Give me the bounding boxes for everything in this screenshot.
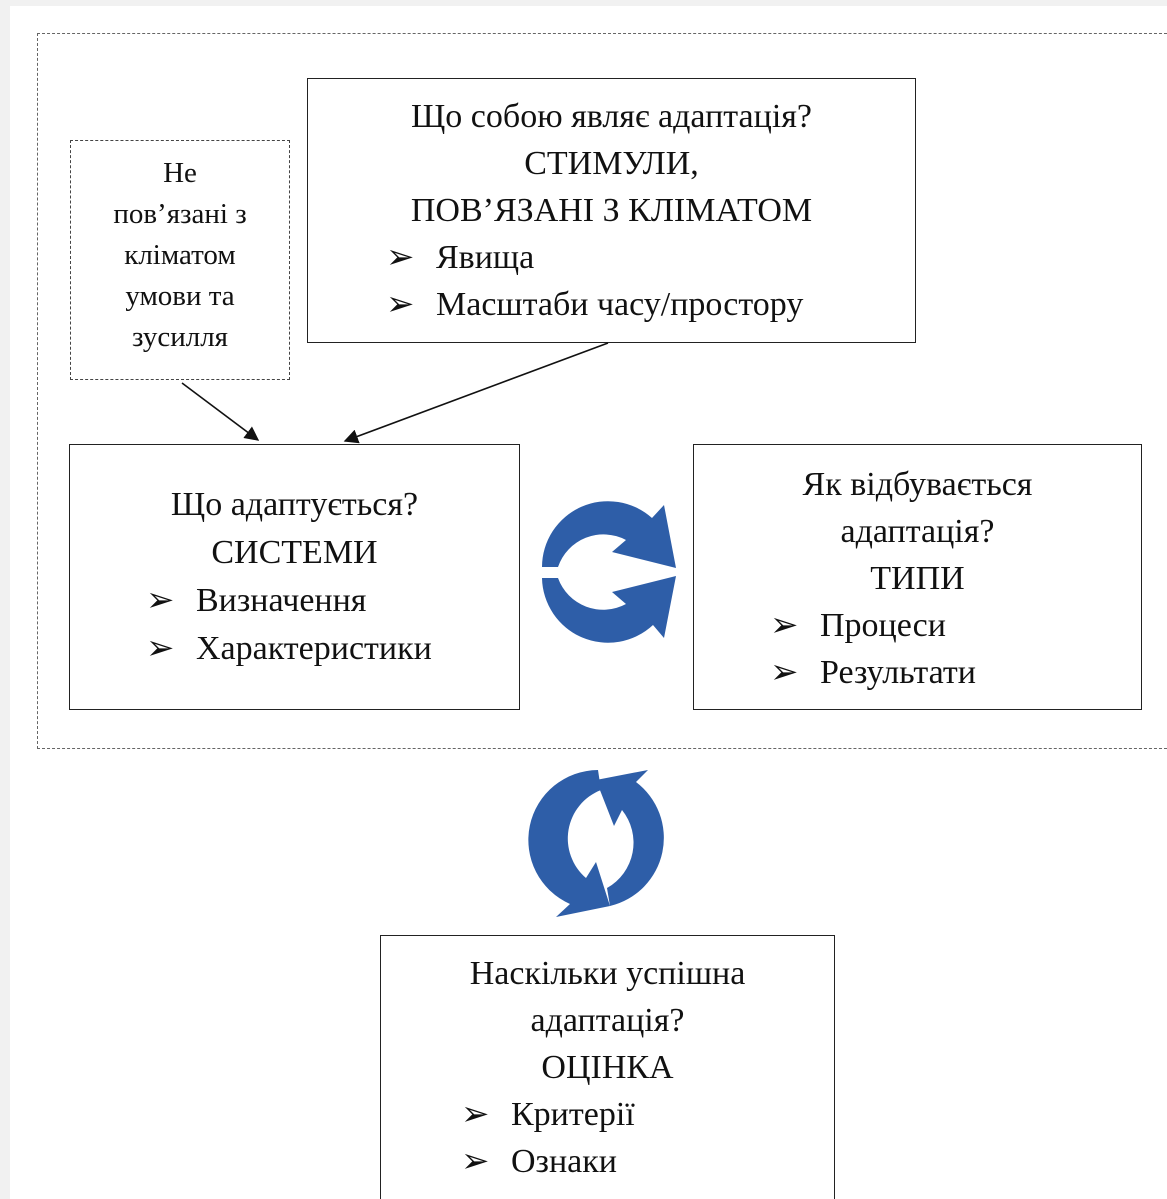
types-bullet-1: Процеси xyxy=(820,607,946,644)
evaluation-bullets: ➢ Критерії ➢ Ознаки xyxy=(461,1091,834,1185)
types-box: Як відбувається адаптація? ТИПИ ➢ Процеси… xyxy=(693,444,1142,710)
types-bullet-2: Результати xyxy=(820,654,976,691)
list-item: ➢ Масштаби часу/простору xyxy=(386,281,915,328)
list-item: ➢ Визначення xyxy=(146,577,519,625)
list-item: ➢ Результати xyxy=(770,649,1141,696)
list-item: ➢ Ознаки xyxy=(461,1138,834,1185)
bullet-arrow-icon: ➢ xyxy=(386,286,415,323)
stimuli-heading-2: ПОВ’ЯЗАНІ З КЛІМАТОМ xyxy=(410,192,813,229)
bullet-arrow-icon: ➢ xyxy=(146,582,175,619)
evaluation-bullet-2: Ознаки xyxy=(511,1143,617,1180)
bullet-arrow-icon: ➢ xyxy=(461,1143,490,1180)
stimuli-heading-1: СТИМУЛИ, xyxy=(524,145,699,182)
stimuli-bullet-2: Масштаби часу/простору xyxy=(436,286,804,323)
non-climate-line-3: кліматом xyxy=(124,239,236,271)
non-climate-box: Не пов’язані з кліматом умови та зусилля xyxy=(70,140,290,380)
list-item: ➢ Явища xyxy=(386,234,915,281)
list-item: ➢ Характеристики xyxy=(146,625,519,673)
evaluation-question-2: адаптація? xyxy=(530,1002,685,1039)
list-item: ➢ Процеси xyxy=(770,602,1141,649)
systems-bullet-1: Визначення xyxy=(196,582,367,619)
bullet-arrow-icon: ➢ xyxy=(770,654,799,691)
bullet-arrow-icon: ➢ xyxy=(146,630,175,667)
stimuli-bullet-1: Явища xyxy=(436,239,535,276)
types-question-1: Як відбувається xyxy=(802,466,1033,503)
evaluation-box: Наскільки успішна адаптація? ОЦІНКА ➢ Кри… xyxy=(380,935,835,1199)
types-question-2: адаптація? xyxy=(840,513,995,550)
bullet-arrow-icon: ➢ xyxy=(386,239,415,276)
stimuli-bullets: ➢ Явища ➢ Масштаби часу/простору xyxy=(386,234,915,328)
systems-heading: СИСТЕМИ xyxy=(211,534,378,571)
stimuli-question: Що собою являє адаптація? xyxy=(411,98,812,135)
systems-question: Що адаптується? xyxy=(170,486,419,523)
evaluation-heading: ОЦІНКА xyxy=(541,1049,674,1086)
evaluation-question-1: Наскільки успішна xyxy=(469,955,746,992)
non-climate-line-2: пов’язані з xyxy=(113,198,247,230)
types-heading: ТИПИ xyxy=(870,560,965,597)
non-climate-line-1: Не xyxy=(163,157,197,189)
dashed-frame xyxy=(37,33,1167,749)
systems-bullets: ➢ Визначення ➢ Характеристики xyxy=(146,577,519,673)
types-bullets: ➢ Процеси ➢ Результати xyxy=(770,602,1141,696)
bullet-arrow-icon: ➢ xyxy=(770,607,799,644)
list-item: ➢ Критерії xyxy=(461,1091,834,1138)
non-climate-line-4: умови та xyxy=(125,280,235,312)
evaluation-bullet-1: Критерії xyxy=(511,1096,635,1133)
systems-bullet-2: Характеристики xyxy=(196,630,432,667)
bullet-arrow-icon: ➢ xyxy=(461,1096,490,1133)
stimuli-box: Що собою являє адаптація? СТИМУЛИ, ПОВ’Я… xyxy=(307,78,916,343)
non-climate-line-5: зусилля xyxy=(131,321,229,353)
systems-box: Що адаптується? СИСТЕМИ ➢ Визначення ➢ Хар… xyxy=(69,444,520,710)
